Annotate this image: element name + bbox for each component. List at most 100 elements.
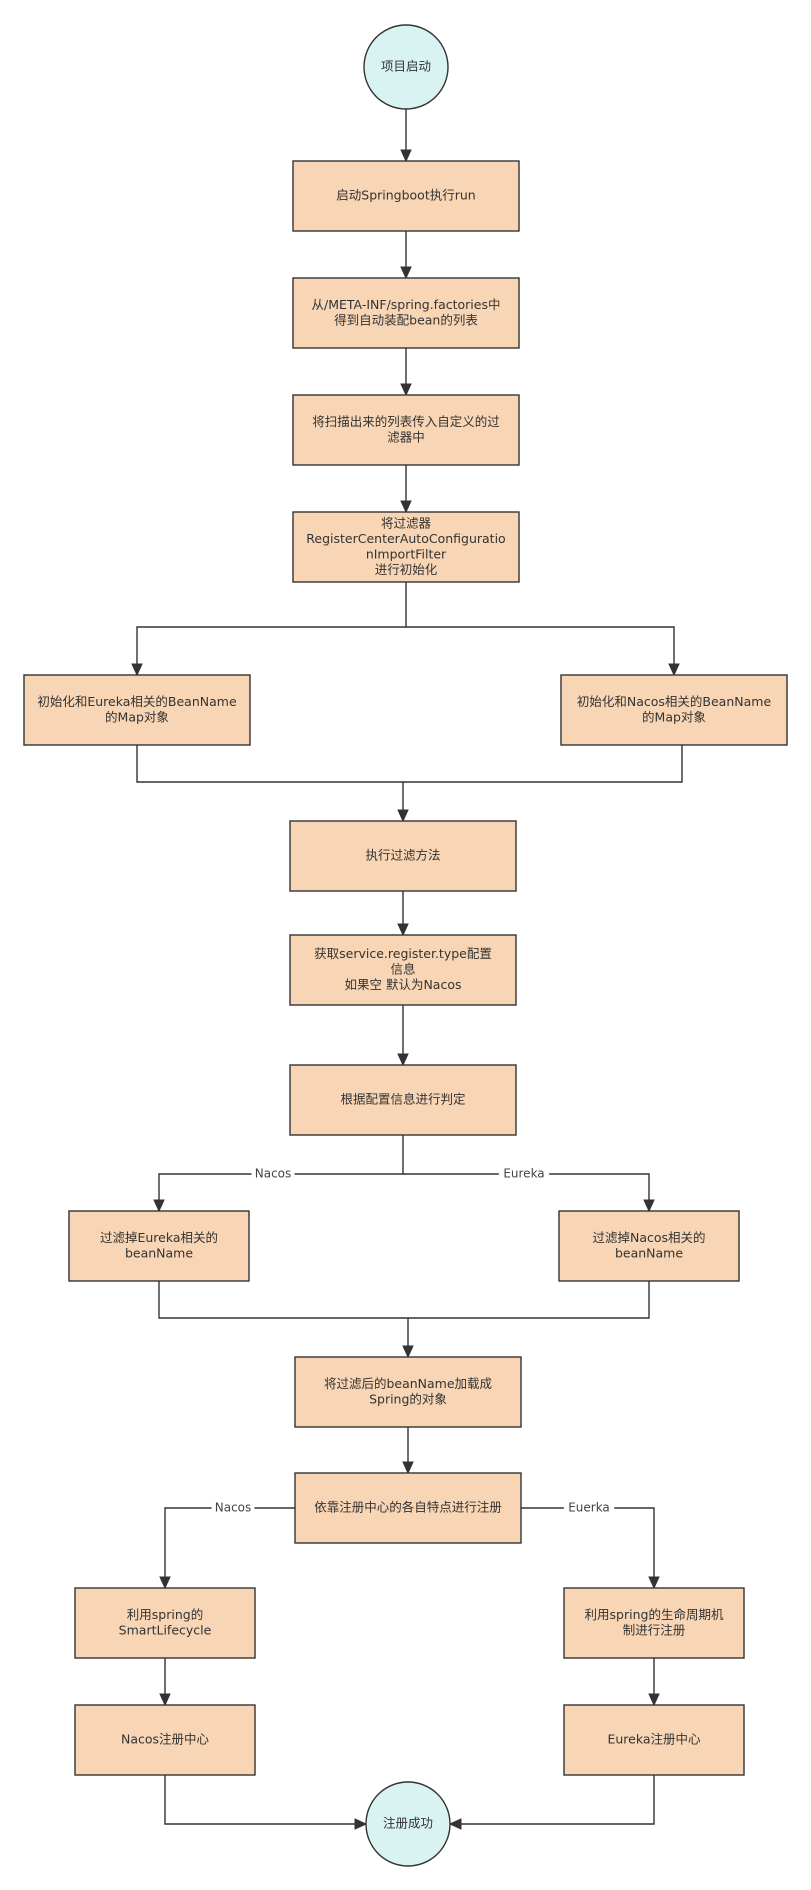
arrowhead bbox=[400, 383, 412, 397]
edge-label-register-nacos: Nacos bbox=[211, 1500, 255, 1516]
node-text-line: 利用spring的生命周期机 bbox=[585, 1607, 724, 1622]
node-eureka-center: Eureka注册中心 bbox=[563, 1704, 745, 1776]
node-filter-nacos-shape bbox=[558, 1210, 740, 1282]
edge-feureka-merge bbox=[158, 1281, 409, 1357]
arrowhead bbox=[648, 1576, 660, 1590]
node-register-by-shape bbox=[294, 1472, 522, 1544]
node-spring-lifecycle-shape bbox=[563, 1587, 745, 1659]
arrowhead bbox=[643, 1199, 655, 1213]
node-text-line: 滤器中 bbox=[387, 429, 425, 444]
node-text-line: Eureka注册中心 bbox=[607, 1732, 701, 1747]
node-text-line: SmartLifecycle bbox=[119, 1622, 212, 1637]
edges-layer bbox=[131, 109, 683, 1830]
node-text-line: 初始化和Nacos相关的BeanName bbox=[577, 694, 772, 709]
node-decide: 根据配置信息进行判定 bbox=[289, 1064, 517, 1136]
arrowhead bbox=[397, 1053, 409, 1067]
arrowhead bbox=[402, 1345, 414, 1359]
node-get-type-shape bbox=[289, 934, 517, 1006]
node-factories: 从/META-INF/spring.factories中得到自动装配bean的列… bbox=[292, 277, 520, 349]
edge-label-register-euerka: Euerka bbox=[563, 1500, 615, 1516]
edge-eureka-map-merge bbox=[136, 745, 404, 821]
node-nacos-center: Nacos注册中心 bbox=[74, 1704, 256, 1776]
arrowhead bbox=[648, 1693, 660, 1707]
node-text-line: 获取service.register.type配置 bbox=[314, 946, 492, 961]
node-filter-eureka-shape bbox=[68, 1210, 250, 1282]
node-eureka-map-shape bbox=[23, 674, 251, 746]
edge-label-text: Nacos bbox=[215, 1501, 252, 1515]
node-nacos-center-shape bbox=[74, 1704, 256, 1776]
node-scan-shape bbox=[292, 394, 520, 466]
node-text-line: 的Map对象 bbox=[105, 709, 169, 724]
arrowhead bbox=[153, 1199, 165, 1213]
node-start: 项目启动 bbox=[363, 24, 449, 110]
node-text-line: RegisterCenterAutoConfiguratio bbox=[306, 531, 505, 546]
node-load-beans-shape bbox=[294, 1356, 522, 1428]
node-success-shape bbox=[365, 1781, 451, 1867]
edge-eurekacenter-success bbox=[450, 1775, 655, 1825]
edge-register-euerka bbox=[521, 1507, 655, 1588]
node-decide-shape bbox=[289, 1064, 517, 1136]
node-text-line: 进行初始化 bbox=[375, 562, 438, 577]
edge-nacos-map-merge bbox=[403, 745, 683, 783]
edge-label-text: Nacos bbox=[255, 1167, 292, 1181]
edge-label-bg bbox=[498, 1166, 550, 1182]
node-init-filter: 将过滤器RegisterCenterAutoConfigurationImpor… bbox=[292, 511, 520, 583]
edge-register-nacos bbox=[164, 1507, 295, 1588]
node-text-line: 注册成功 bbox=[383, 1816, 433, 1831]
node-factories-shape bbox=[292, 277, 520, 349]
node-success: 注册成功 bbox=[365, 1781, 451, 1867]
node-exec-filter-shape bbox=[289, 820, 517, 892]
node-text-line: 将过滤器 bbox=[381, 515, 432, 530]
node-start-shape bbox=[363, 24, 449, 110]
edge-label-bg bbox=[563, 1500, 615, 1516]
arrowhead bbox=[397, 809, 409, 823]
arrowhead bbox=[400, 149, 412, 163]
node-text-line: Spring的对象 bbox=[369, 1391, 447, 1406]
arrowhead bbox=[397, 923, 409, 937]
node-text-line: nImportFilter bbox=[366, 546, 447, 561]
edge-nacoscenter-success bbox=[164, 1775, 366, 1825]
node-text-line: 利用spring的 bbox=[127, 1607, 203, 1622]
node-text-line: 过滤掉Eureka相关的 bbox=[100, 1230, 218, 1245]
arrowhead bbox=[400, 500, 412, 514]
node-run-shape bbox=[292, 160, 520, 232]
edge-label-bg bbox=[211, 1500, 255, 1516]
arrowhead bbox=[668, 663, 680, 677]
arrowhead bbox=[448, 1818, 462, 1830]
node-text-line: Nacos注册中心 bbox=[121, 1732, 210, 1747]
node-text-line: 制进行注册 bbox=[623, 1622, 686, 1637]
node-register-by: 依靠注册中心的各自特点进行注册 bbox=[294, 1472, 522, 1544]
edge-init-eureka-map bbox=[136, 582, 407, 675]
arrowhead bbox=[159, 1693, 171, 1707]
node-text-line: 将扫描出来的列表传入自定义的过 bbox=[312, 414, 500, 429]
edge-label-text: Eureka bbox=[503, 1167, 544, 1181]
node-text-line: 得到自动装配bean的列表 bbox=[334, 312, 478, 327]
node-init-filter-shape bbox=[292, 511, 520, 583]
edge-decide-eureka bbox=[403, 1173, 650, 1211]
node-run: 启动Springboot执行run bbox=[292, 160, 520, 232]
node-text-line: beanName bbox=[615, 1245, 683, 1260]
edge-label-decide-nacos: Nacos bbox=[251, 1166, 295, 1182]
arrowhead bbox=[354, 1818, 368, 1830]
node-text-line: 的Map对象 bbox=[642, 709, 706, 724]
edge-label-bg bbox=[251, 1166, 295, 1182]
node-text-line: 从/META-INF/spring.factories中 bbox=[312, 297, 501, 312]
arrowhead bbox=[400, 266, 412, 280]
node-text-line: 将过滤后的beanName加载成 bbox=[324, 1376, 492, 1391]
node-text-line: 依靠注册中心的各自特点进行注册 bbox=[314, 1500, 502, 1515]
node-nacos-map-shape bbox=[560, 674, 788, 746]
node-text-line: 初始化和Eureka相关的BeanName bbox=[37, 694, 237, 709]
node-text-line: 如果空 默认为Nacos bbox=[344, 977, 461, 992]
arrowhead bbox=[159, 1576, 171, 1590]
